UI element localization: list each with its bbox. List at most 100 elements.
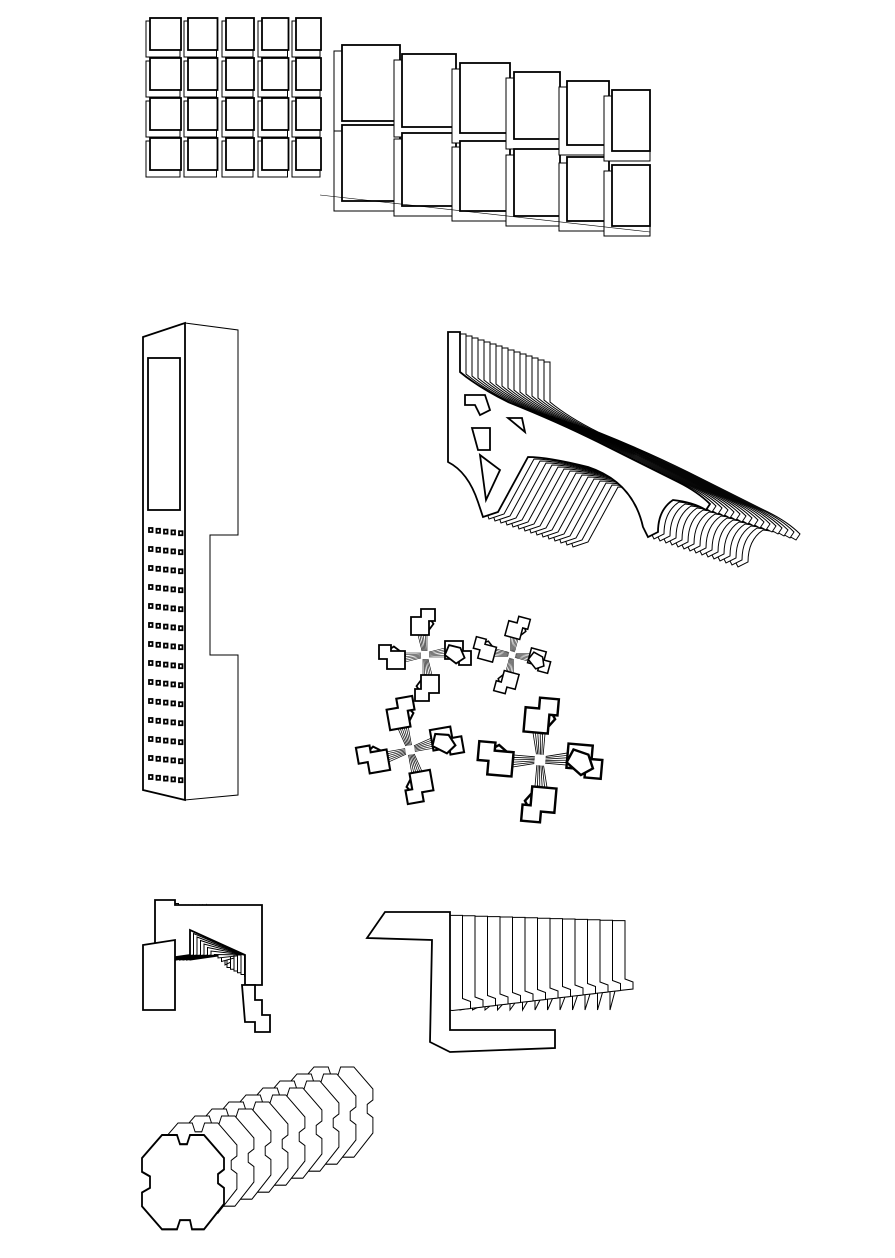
tower-opening xyxy=(163,566,169,573)
octagon-extrusion-drawing xyxy=(141,1066,374,1231)
tower-opening xyxy=(178,758,184,765)
extrusion-slice xyxy=(509,916,534,1012)
tower-opening xyxy=(148,527,154,533)
tower-opening xyxy=(178,739,184,746)
panel-large xyxy=(459,62,511,134)
panel-large xyxy=(611,164,651,227)
tower-side-face xyxy=(184,322,239,801)
panel-base-line xyxy=(319,194,651,233)
tower-opening xyxy=(148,622,154,628)
tower-opening xyxy=(163,585,169,592)
panel-large xyxy=(513,148,561,217)
panel-small xyxy=(295,57,322,91)
tower-opening xyxy=(170,662,176,669)
radial-arm xyxy=(410,608,466,665)
tower-opening xyxy=(155,717,161,724)
panel-large xyxy=(566,80,610,146)
tower-opening xyxy=(178,587,184,594)
panel-large xyxy=(401,53,457,128)
profile-cutout xyxy=(505,417,527,435)
profile-cutout xyxy=(478,452,502,504)
radial-arm xyxy=(385,694,457,755)
tower-opening xyxy=(178,720,184,727)
tower-opening xyxy=(148,565,154,571)
radial-form xyxy=(354,694,466,806)
radial-arm xyxy=(522,696,595,777)
radial-arm-profile xyxy=(492,669,521,695)
tower-opening xyxy=(148,641,154,647)
tower-opening xyxy=(163,547,169,554)
extrusion-slice xyxy=(472,915,496,1011)
tower-opening xyxy=(170,681,176,688)
tower-opening xyxy=(170,548,176,555)
tower-opening xyxy=(155,679,161,686)
radial-arm-profile xyxy=(522,696,561,735)
tower-opening xyxy=(163,680,169,687)
extrusion-slice xyxy=(609,920,634,1011)
panel-small xyxy=(261,97,290,131)
panel-small xyxy=(261,57,290,91)
tower-opening xyxy=(178,625,184,632)
radial-arm-profile xyxy=(414,674,440,702)
panel-large xyxy=(401,132,457,207)
extrusion-slice xyxy=(547,918,571,1011)
panel-small xyxy=(225,17,255,51)
tower-opening xyxy=(148,660,154,666)
panel-small xyxy=(295,97,322,131)
tower-opening xyxy=(178,682,184,689)
tower-opening xyxy=(155,641,161,648)
tower-opening xyxy=(148,755,154,761)
tower-opening xyxy=(155,565,161,572)
corner-front-block xyxy=(142,938,176,1011)
radial-cluster-drawing xyxy=(354,608,604,824)
tower-opening xyxy=(148,774,154,780)
radial-arm-profile xyxy=(378,644,406,670)
tower-opening xyxy=(178,644,184,651)
radial-arm-profile xyxy=(354,744,392,775)
tower-opening xyxy=(178,701,184,708)
tower-opening xyxy=(170,738,176,745)
tower-opening xyxy=(170,567,176,574)
radial-arm-profile xyxy=(472,635,498,664)
corner-stack-drawing xyxy=(142,899,271,1033)
panel-small xyxy=(187,17,219,51)
radial-arm-profile xyxy=(476,739,515,778)
tower-opening xyxy=(170,700,176,707)
radial-arm-profile xyxy=(431,732,457,755)
tower-opening xyxy=(163,642,169,649)
tower-opening xyxy=(170,776,176,783)
panel-small xyxy=(149,137,182,171)
l-extrusion-drawing xyxy=(365,911,634,1053)
tower-opening xyxy=(148,546,154,552)
tower-opening xyxy=(170,643,176,650)
tower-opening xyxy=(148,679,154,685)
tower-drawing xyxy=(142,321,239,802)
tower-opening xyxy=(170,529,176,536)
panel-small xyxy=(149,17,182,51)
tower-opening xyxy=(163,718,169,725)
panel-grid-drawing xyxy=(145,17,651,237)
tower-opening xyxy=(163,756,169,763)
panel-large xyxy=(566,156,610,222)
extrusion-slice xyxy=(497,916,521,1012)
tower-opening xyxy=(148,717,154,723)
tower-opening xyxy=(155,527,161,534)
tower-opening xyxy=(155,546,161,553)
radial-form xyxy=(472,615,552,695)
panel-large xyxy=(513,71,561,140)
radial-arm-profile xyxy=(404,768,435,806)
profile-cutout xyxy=(464,394,492,417)
radial-arm-profile xyxy=(503,615,532,641)
radial-arm-profile xyxy=(527,651,545,670)
tower-opening xyxy=(170,757,176,764)
panel-small xyxy=(149,97,182,131)
tower-opening xyxy=(178,568,184,575)
corner-stepped-detail xyxy=(241,984,271,1033)
radial-arm-profile xyxy=(519,785,558,824)
radial-arm-profile xyxy=(385,694,416,732)
tower-opening xyxy=(163,737,169,744)
tower-opening xyxy=(148,698,154,704)
panel-large xyxy=(341,44,401,122)
radial-arm-profile xyxy=(565,748,595,777)
panel-large xyxy=(611,89,651,152)
